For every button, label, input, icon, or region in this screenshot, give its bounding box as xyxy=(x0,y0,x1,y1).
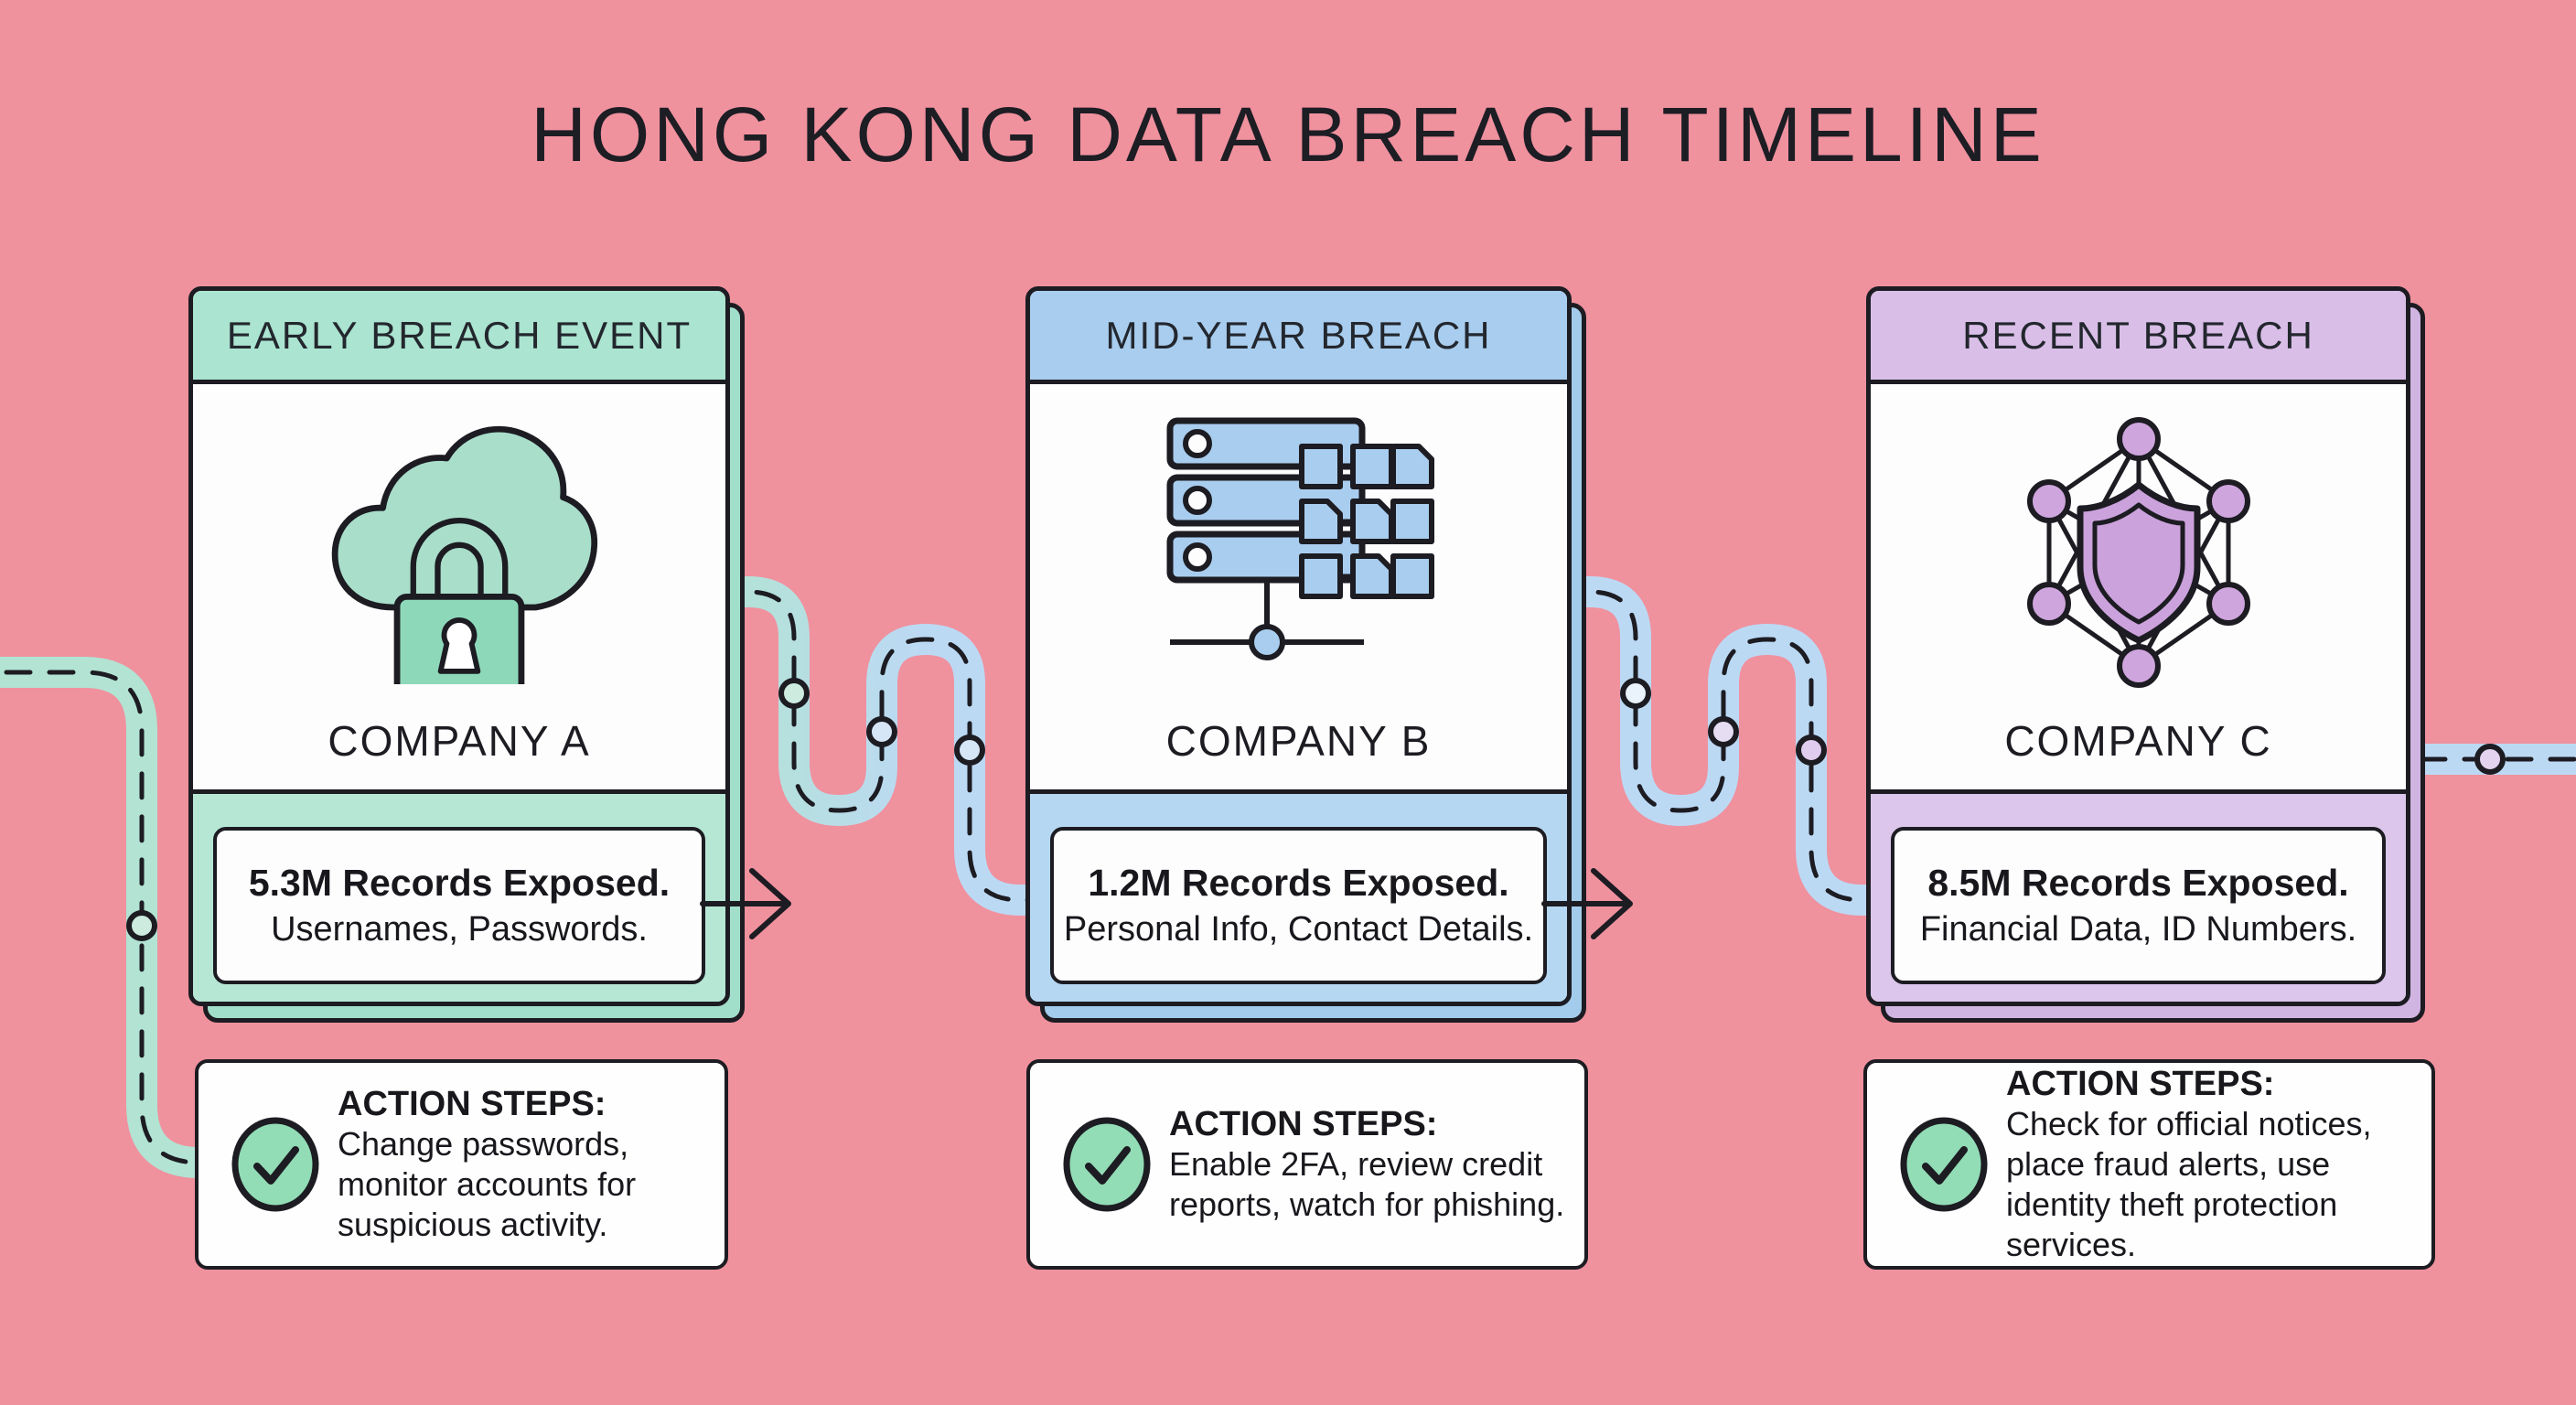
check-icon xyxy=(1896,1115,1991,1214)
action-label: ACTION STEPS: xyxy=(2006,1065,2275,1103)
card-recent-breach: RECENT BREACH xyxy=(1866,286,2425,1023)
stats-box: 8.5M Records Exposed. Financial Data, ID… xyxy=(1891,827,2386,984)
check-icon xyxy=(228,1115,323,1214)
company-name: COMPANY A xyxy=(327,717,591,765)
card-early-breach: EARLY BREACH EVENT COMPANY A 5.3M Record… xyxy=(188,286,745,1023)
page-title: HONG KONG DATA BREACH TIMELINE xyxy=(531,91,2045,177)
card-header-midyear: MID-YEAR BREACH xyxy=(1030,291,1567,384)
stats-headline: 8.5M Records Exposed. xyxy=(1927,862,2349,904)
cloud-lock-icon xyxy=(193,410,725,684)
server-files-icon xyxy=(1030,410,1567,684)
action-box-midyear: ACTION STEPS: Enable 2FA, review credit … xyxy=(1026,1059,1588,1270)
stats-details: Personal Info, Contact Details. xyxy=(1063,910,1534,949)
stats-details: Usernames, Passwords. xyxy=(271,910,648,949)
action-box-recent: ACTION STEPS: Check for official notices… xyxy=(1863,1059,2435,1270)
card-header-recent: RECENT BREACH xyxy=(1871,291,2406,384)
check-icon xyxy=(1059,1115,1154,1214)
action-label: ACTION STEPS: xyxy=(1169,1105,1438,1143)
action-box-early: ACTION STEPS: Change passwords, monitor … xyxy=(195,1059,728,1270)
action-steps-text: Enable 2FA, review credit reports, watch… xyxy=(1169,1145,1565,1223)
action-label: ACTION STEPS: xyxy=(338,1085,606,1123)
stats-box: 5.3M Records Exposed. Usernames, Passwor… xyxy=(213,827,705,984)
action-steps-text: Check for official notices, place fraud … xyxy=(2006,1105,2372,1263)
card-midyear-breach: MID-YEAR BREACH xyxy=(1025,286,1586,1023)
company-name: COMPANY B xyxy=(1165,717,1432,765)
stats-headline: 1.2M Records Exposed. xyxy=(1088,862,1509,904)
card-header-early: EARLY BREACH EVENT xyxy=(193,291,725,384)
shield-network-icon xyxy=(1871,410,2406,693)
company-name: COMPANY C xyxy=(2004,717,2272,765)
stats-details: Financial Data, ID Numbers. xyxy=(1919,910,2357,949)
stats-headline: 5.3M Records Exposed. xyxy=(248,862,671,904)
stats-box: 1.2M Records Exposed. Personal Info, Con… xyxy=(1050,827,1547,984)
action-steps-text: Change passwords, monitor accounts for s… xyxy=(338,1125,637,1243)
